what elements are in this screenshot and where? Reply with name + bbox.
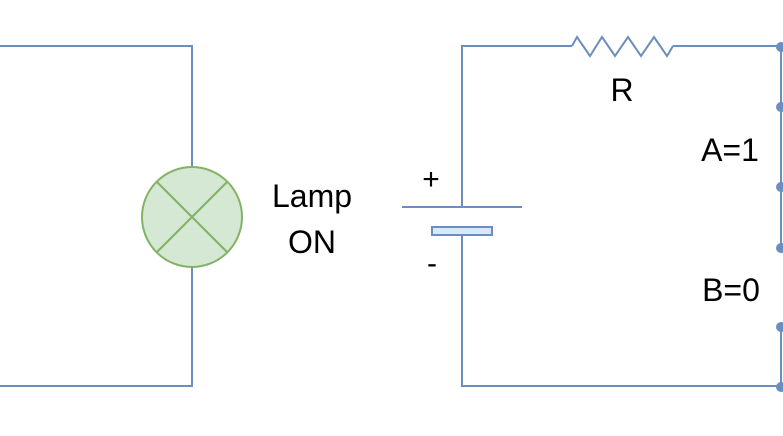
resistor-label: R	[610, 72, 633, 108]
lamp-label-line2: ON	[288, 224, 336, 260]
battery-plus-label: +	[422, 163, 440, 196]
terminal-dot	[776, 102, 783, 112]
lamp-circuit-top-wire	[0, 45, 193, 167]
switch-b-label: B=0	[702, 272, 760, 308]
terminal-dots	[776, 42, 783, 392]
lamp-label-line1: Lamp	[272, 178, 352, 214]
terminal-dot	[776, 42, 783, 52]
lamp-icon	[141, 166, 243, 268]
terminal-dot	[776, 322, 783, 332]
terminal-dot	[776, 243, 783, 253]
switch-a-label: A=1	[701, 132, 759, 168]
resistor	[571, 35, 674, 58]
battery-negative-plate	[431, 226, 493, 236]
battery-minus-label: -	[427, 247, 437, 280]
lamp-circuit-bottom-wire	[0, 267, 193, 387]
battery-top-wire	[461, 45, 572, 207]
battery-bottom-wire	[461, 235, 781, 387]
terminal-dot	[776, 382, 783, 392]
terminal-dot	[776, 182, 783, 192]
